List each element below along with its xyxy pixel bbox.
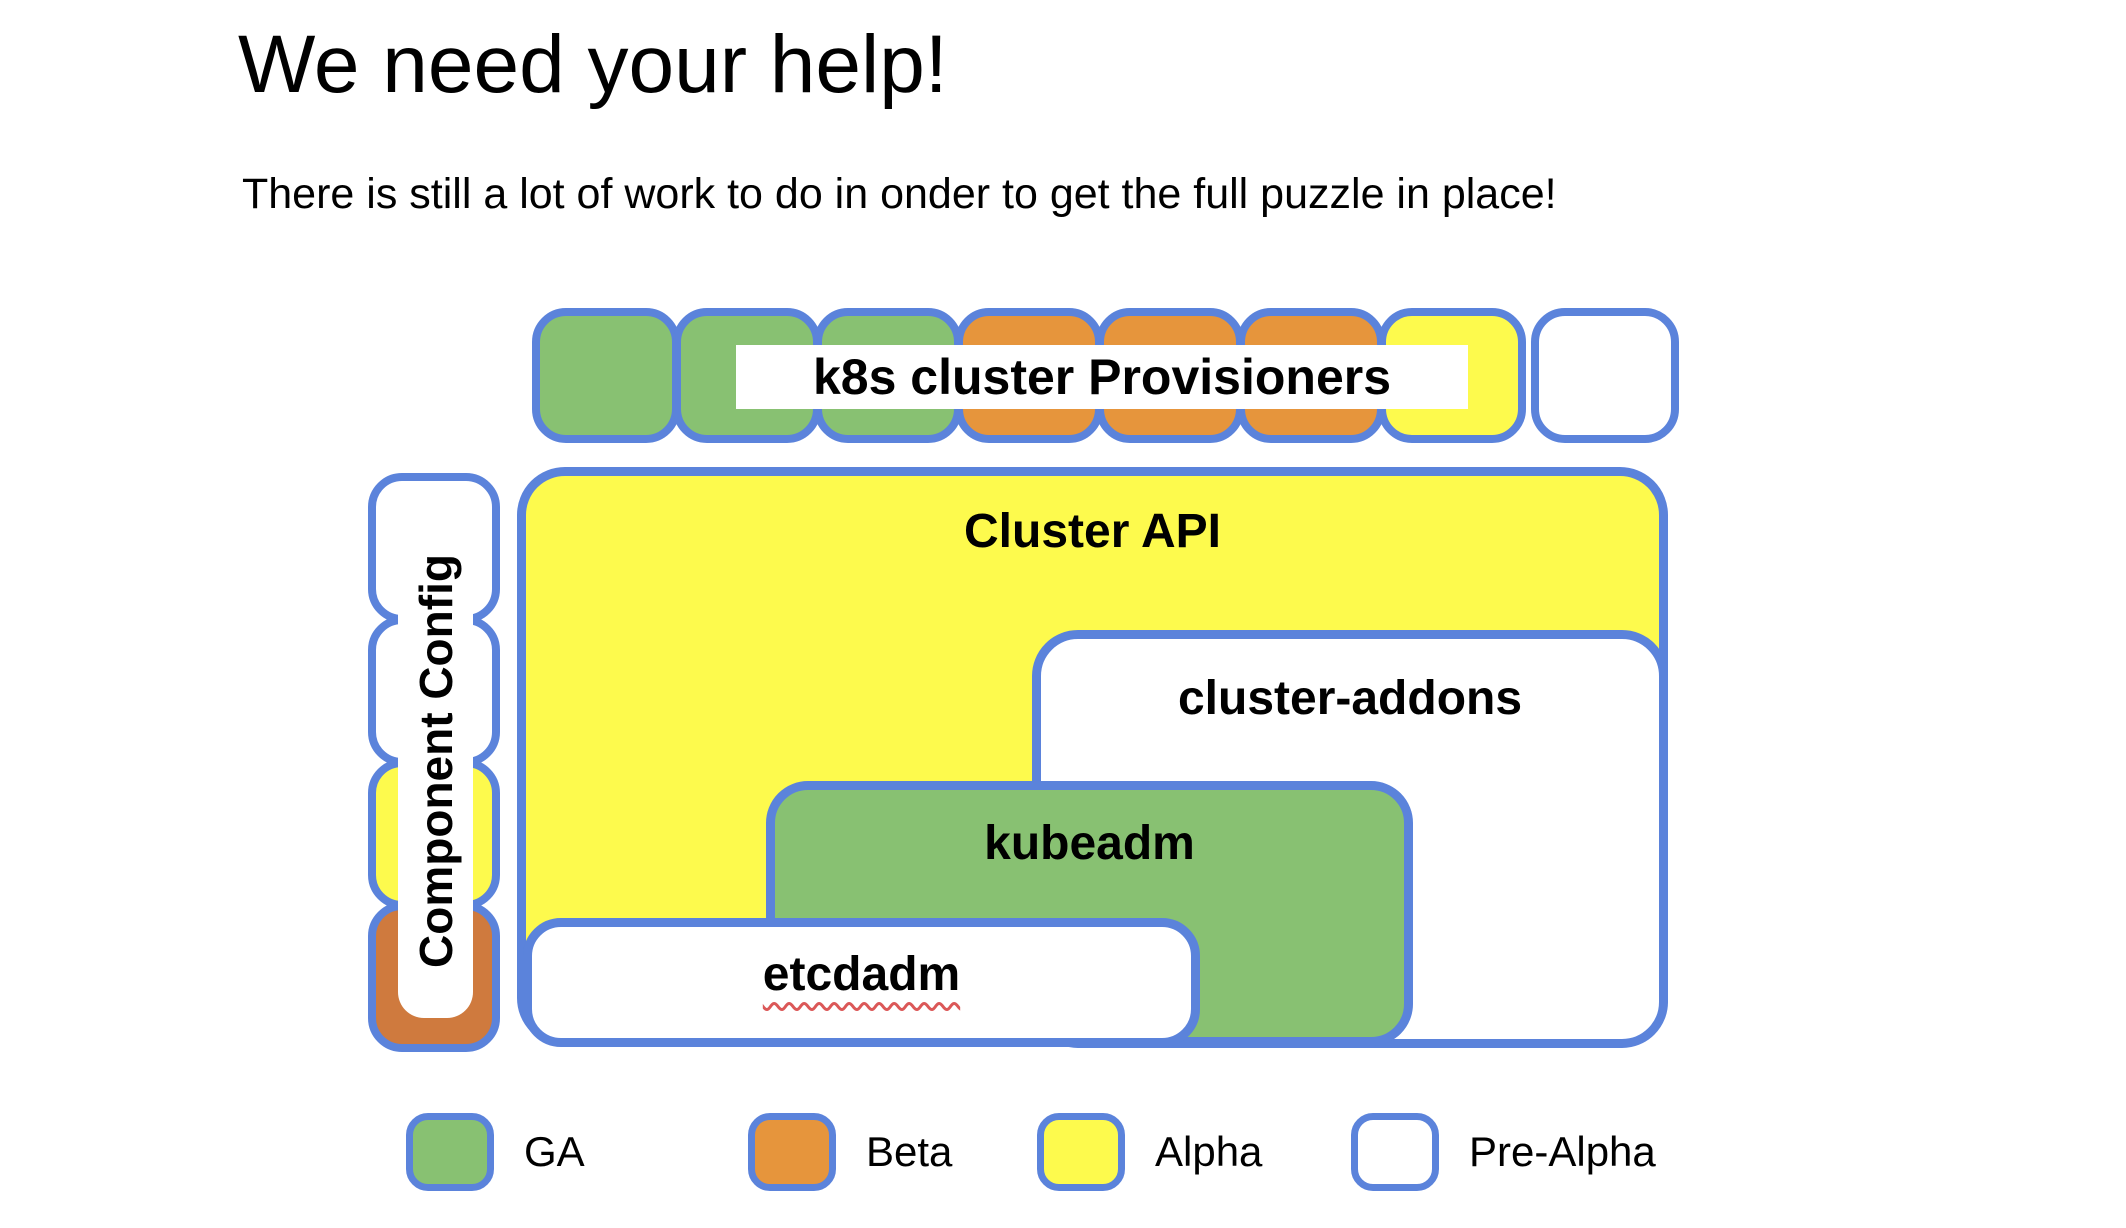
legend-item-pre-alpha: Pre-Alpha <box>1351 1112 1656 1192</box>
legend-label-alpha: Alpha <box>1155 1128 1263 1175</box>
component-config-label: Component Config <box>409 553 462 968</box>
cluster-addons-label: cluster-addons <box>1177 672 1523 725</box>
legend-swatch-beta <box>748 1113 836 1191</box>
legend-label-ga: GA <box>524 1128 585 1175</box>
legend-item-ga: GA <box>406 1112 585 1192</box>
component-config-label-box: Component Config <box>398 503 473 1018</box>
etcdadm-label: etcdadm <box>762 948 961 1001</box>
etcdadm-box: etcdadm <box>523 918 1200 1047</box>
cluster-api-label: Cluster API <box>964 505 1221 558</box>
page-subtitle: There is still a lot of work to do in on… <box>242 170 1557 218</box>
puzzle-piece-ga <box>532 308 680 443</box>
provisioners-label-box: k8s cluster Provisioners <box>736 345 1468 409</box>
page-title: We need your help! <box>238 19 948 110</box>
provisioners-label: k8s cluster Provisioners <box>812 349 1392 405</box>
kubeadm-label: kubeadm <box>984 817 1195 870</box>
puzzle-piece-pre-alpha <box>1531 308 1679 443</box>
legend-swatch-alpha <box>1037 1113 1125 1191</box>
legend-swatch-pre-alpha <box>1351 1113 1439 1191</box>
legend-item-beta: Beta <box>748 1112 952 1192</box>
legend-item-alpha: Alpha <box>1037 1112 1262 1192</box>
legend-label-pre-alpha: Pre-Alpha <box>1469 1128 1656 1175</box>
legend-swatch-ga <box>406 1113 494 1191</box>
legend-label-beta: Beta <box>866 1128 953 1175</box>
